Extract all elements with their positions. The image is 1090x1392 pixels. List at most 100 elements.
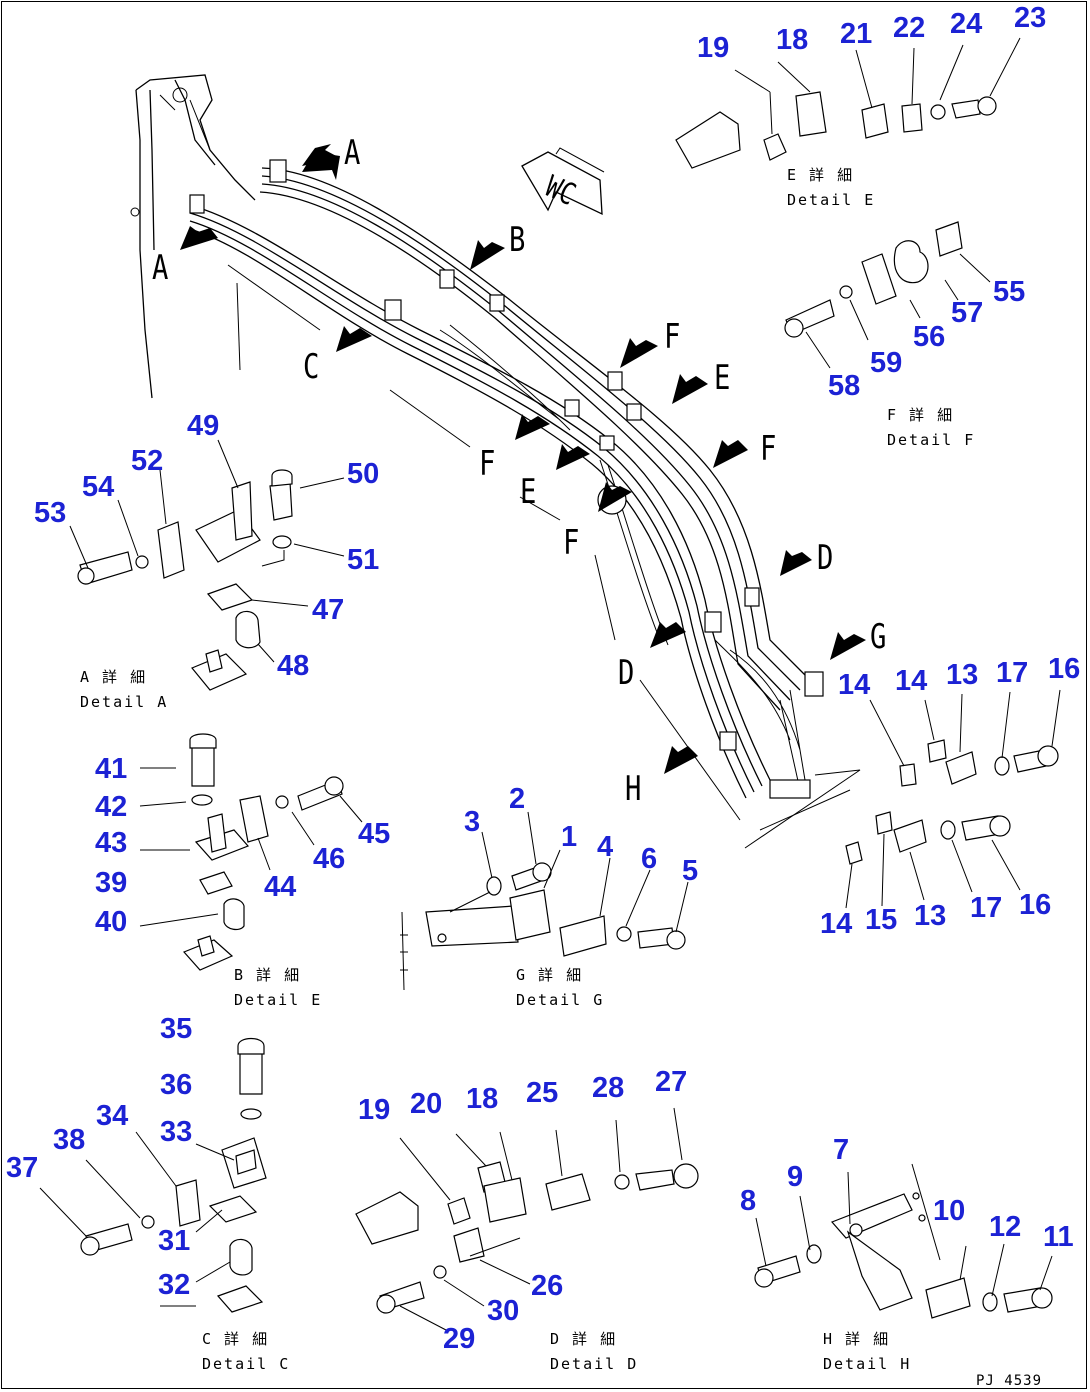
part-callout-28: 28 (592, 1072, 625, 1104)
detail-caption-en: Detail A (80, 693, 169, 711)
part-callout-20: 20 (410, 1088, 443, 1120)
part-callout-17: 17 (970, 892, 1003, 924)
part-callout-38: 38 (53, 1124, 86, 1156)
part-callout-7: 7 (833, 1134, 850, 1166)
part-callout-6: 6 (641, 843, 658, 875)
part-callout-42: 42 (95, 791, 128, 823)
part-callout-27: 27 (655, 1066, 688, 1098)
part-callout-54: 54 (82, 471, 115, 503)
part-callout-25: 25 (526, 1077, 559, 1109)
part-callout-56: 56 (913, 321, 946, 353)
part-callout-21: 21 (840, 18, 873, 50)
view-letter-f: F (664, 317, 681, 357)
part-callout-13: 13 (914, 900, 947, 932)
part-callout-29: 29 (443, 1323, 476, 1355)
part-callout-57: 57 (951, 297, 984, 329)
part-callout-41: 41 (95, 753, 128, 785)
detail-caption-en: Detail G (516, 991, 605, 1009)
detail-b (139, 733, 363, 971)
part-callout-9: 9 (787, 1161, 804, 1193)
view-letter-d: D (817, 538, 834, 578)
wc-tag (521, 147, 605, 216)
part-callout-19: 19 (358, 1094, 391, 1126)
view-letter-a: A (344, 133, 361, 173)
part-callout-14: 14 (838, 669, 871, 701)
detail-a (69, 439, 345, 691)
detail-f (784, 221, 991, 369)
part-callout-1: 1 (561, 821, 578, 853)
detail-caption-en: Detail E (234, 991, 323, 1009)
part-callout-26: 26 (531, 1270, 564, 1302)
detail-caption-en: Detail C (202, 1355, 291, 1373)
detail-caption-jp: E 詳 細 (787, 166, 855, 184)
view-letter-f: F (760, 429, 777, 469)
part-callout-33: 33 (160, 1116, 193, 1148)
detail-caption-jp: H 詳 細 (823, 1330, 891, 1348)
part-callout-58: 58 (828, 370, 861, 402)
part-callout-51: 51 (347, 544, 380, 576)
detail-e-top (675, 37, 1021, 169)
part-callout-36: 36 (160, 1069, 193, 1101)
part-callout-44: 44 (264, 871, 297, 903)
view-letter-f: F (563, 523, 580, 563)
part-callout-53: 53 (34, 497, 67, 529)
view-arrows (180, 144, 866, 774)
detail-caption-jp: G 詳 細 (516, 966, 584, 984)
part-callout-22: 22 (893, 12, 926, 44)
part-callout-16: 16 (1019, 889, 1052, 921)
detail-caption-jp: B 詳 細 (234, 966, 302, 984)
part-callout-15: 15 (865, 904, 898, 936)
part-callout-55: 55 (993, 276, 1026, 308)
view-letter-a: A (152, 248, 169, 288)
part-callout-17: 17 (996, 657, 1029, 689)
part-callout-13: 13 (946, 659, 979, 691)
part-callout-24: 24 (950, 8, 983, 40)
part-callout-43: 43 (95, 827, 128, 859)
part-callout-16: 16 (1048, 653, 1081, 685)
part-callout-49: 49 (187, 410, 220, 442)
detail-caption-en: Detail D (550, 1355, 639, 1373)
detail-caption-jp: A 詳 細 (80, 668, 148, 686)
view-letter-e: E (714, 358, 731, 398)
view-letter-b: B (509, 220, 526, 260)
part-callout-19: 19 (697, 32, 730, 64)
detail-c (39, 1037, 267, 1313)
detail-caption-jp: D 詳 細 (550, 1330, 618, 1348)
boom-outline (130, 74, 256, 399)
part-callout-18: 18 (466, 1083, 499, 1115)
part-callout-48: 48 (277, 650, 310, 682)
detail-caption-en: Detail H (823, 1355, 912, 1373)
part-callout-4: 4 (597, 831, 614, 863)
drawing-code: PJ_4539 (976, 1373, 1043, 1389)
part-callout-47: 47 (312, 594, 345, 626)
view-letter-h: H (625, 769, 642, 809)
part-callout-23: 23 (1014, 2, 1047, 34)
detail-d (355, 1107, 699, 1331)
part-callout-35: 35 (160, 1013, 193, 1045)
detail-caption-jp: C 詳 細 (202, 1330, 270, 1348)
part-callout-32: 32 (158, 1269, 191, 1301)
part-callout-12: 12 (989, 1211, 1022, 1243)
detail-caption-jp: F 詳 細 (887, 406, 955, 424)
part-callout-37: 37 (6, 1152, 39, 1184)
view-letter-g: G (870, 617, 887, 657)
part-callout-8: 8 (740, 1185, 757, 1217)
part-callout-59: 59 (870, 347, 903, 379)
view-letter-f: F (479, 444, 496, 484)
detail-caption-en: Detail F (887, 431, 976, 449)
part-callout-3: 3 (464, 806, 481, 838)
part-callout-34: 34 (96, 1100, 129, 1132)
hose-lines (189, 159, 861, 849)
view-letter-d: D (618, 653, 635, 693)
part-callout-14: 14 (820, 908, 853, 940)
part-callout-39: 39 (95, 867, 128, 899)
part-callout-31: 31 (158, 1225, 191, 1257)
part-callout-5: 5 (682, 855, 699, 887)
part-callout-52: 52 (131, 445, 164, 477)
detail-h (754, 1163, 1053, 1319)
part-callout-11: 11 (1043, 1221, 1074, 1253)
part-callout-18: 18 (776, 24, 809, 56)
